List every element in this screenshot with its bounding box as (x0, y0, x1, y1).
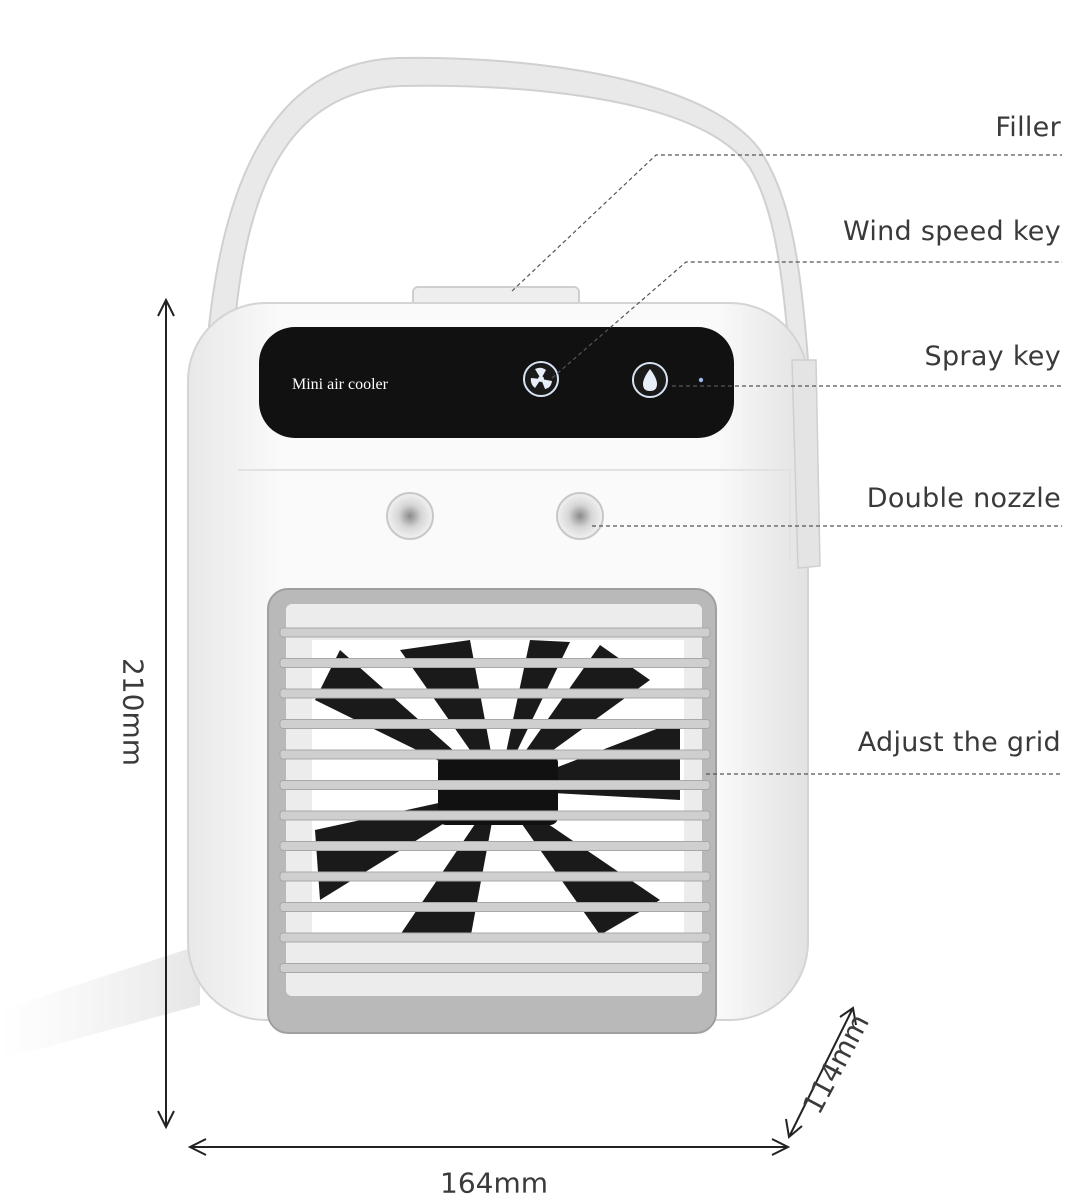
fan-icon (530, 367, 552, 389)
callout-filler: Filler (995, 112, 1061, 143)
wind-speed-key[interactable] (523, 361, 559, 397)
body-inner-frame (238, 469, 791, 560)
callout-wind-speed-key: Wind speed key (842, 216, 1061, 247)
grille-slat (279, 688, 711, 699)
callout-adjust-grid: Adjust the grid (857, 727, 1061, 758)
dimension-lines (157, 297, 857, 1156)
depth-arrow (789, 1009, 853, 1136)
grille-slat (279, 810, 711, 821)
grille-slat (279, 658, 711, 668)
grille-slats (279, 627, 711, 973)
grille-slat (279, 932, 711, 943)
grille-slat (279, 780, 711, 790)
grille-slat (279, 963, 711, 973)
double-nozzle (386, 492, 604, 540)
grille-slat (279, 902, 711, 912)
spray-key[interactable] (632, 362, 668, 398)
carry-strap-front (791, 359, 821, 569)
panel-label: Mini air cooler (292, 376, 389, 393)
nozzle-right (556, 492, 604, 540)
leader-filler (511, 154, 1062, 292)
grille-slat (279, 871, 711, 882)
callout-leaders (511, 154, 1062, 775)
grille-slat (279, 749, 711, 760)
grille-slat (279, 719, 711, 729)
indicator-light (698, 377, 704, 383)
nozzle-left (386, 492, 434, 540)
spray-icon (643, 369, 657, 391)
dimension-height-label: 210mm (116, 658, 150, 766)
floor-shadow (0, 945, 200, 1060)
callout-spray-key: Spray key (924, 341, 1061, 372)
control-panel (259, 327, 734, 438)
grille-slat (279, 841, 711, 851)
grille-slat (279, 627, 711, 638)
callout-double-nozzle: Double nozzle (866, 483, 1061, 514)
leader-wind-speed-key (551, 261, 1062, 379)
dimension-width-label: 164mm (440, 1166, 548, 1200)
